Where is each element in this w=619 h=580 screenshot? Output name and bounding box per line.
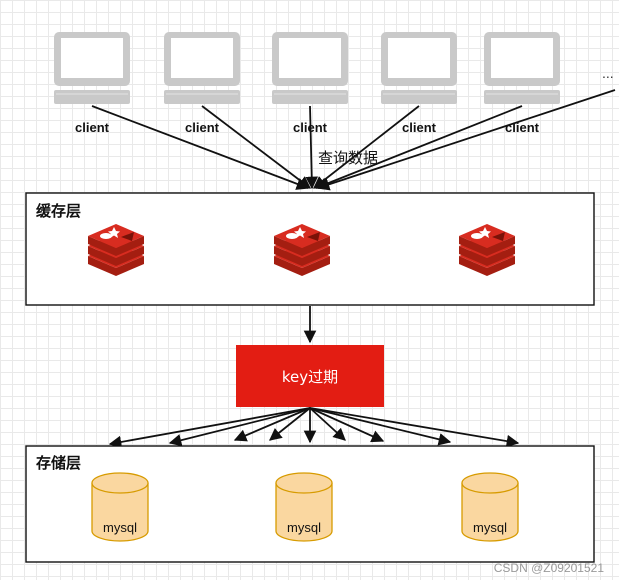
computer-icon	[163, 31, 241, 105]
database-label: mysql	[287, 520, 321, 535]
cache-layer-label: 缓存层	[36, 202, 81, 220]
mysql-db-2: mysql	[275, 472, 333, 542]
request-arrow	[91, 105, 310, 190]
key-expire-label: key过期	[282, 368, 338, 386]
watermark: CSDN @Z09201521	[494, 561, 605, 575]
query-data-label: 查询数据	[318, 149, 378, 167]
client-label: client	[185, 120, 220, 135]
client-2: client	[163, 31, 241, 135]
storage-arrow	[309, 407, 346, 441]
request-arrow	[314, 105, 523, 190]
cache-layer: 缓存层	[25, 192, 595, 306]
storage-arrow	[309, 407, 385, 443]
computer-icon	[380, 31, 458, 105]
client-label: client	[402, 120, 437, 135]
storage-arrow	[309, 407, 452, 446]
request-arrow	[201, 105, 312, 189]
storage-arrow	[233, 407, 311, 442]
key-expire-box: key过期	[236, 345, 384, 407]
database-label: mysql	[473, 520, 507, 535]
request-arrows	[91, 89, 616, 191]
database-label: mysql	[103, 520, 137, 535]
client-1: client	[53, 31, 131, 135]
computer-icon	[53, 31, 131, 105]
mysql-db-3: mysql	[461, 472, 519, 542]
storage-arrow	[168, 407, 311, 447]
request-arrow	[316, 89, 616, 191]
mysql-db-1: mysql	[91, 472, 149, 542]
storage-arrow	[108, 407, 311, 449]
storage-arrow	[269, 407, 311, 441]
key-expire-rect	[236, 345, 384, 407]
client-4: client	[380, 31, 458, 135]
computer-icon	[271, 31, 349, 105]
client-label: client	[505, 120, 540, 135]
storage-layer-label: 存储层	[36, 454, 81, 472]
storage-arrow	[309, 407, 520, 448]
client-label: client	[75, 120, 110, 135]
storage-layer: 存储层 mysql mysql mysql	[25, 445, 595, 563]
more-clients-ellipsis: ...	[602, 65, 614, 81]
request-arrow	[313, 105, 420, 189]
computer-icon	[483, 31, 561, 105]
client-5: client	[483, 31, 561, 135]
request-arrow	[305, 105, 319, 190]
storage-arrows	[108, 407, 520, 449]
